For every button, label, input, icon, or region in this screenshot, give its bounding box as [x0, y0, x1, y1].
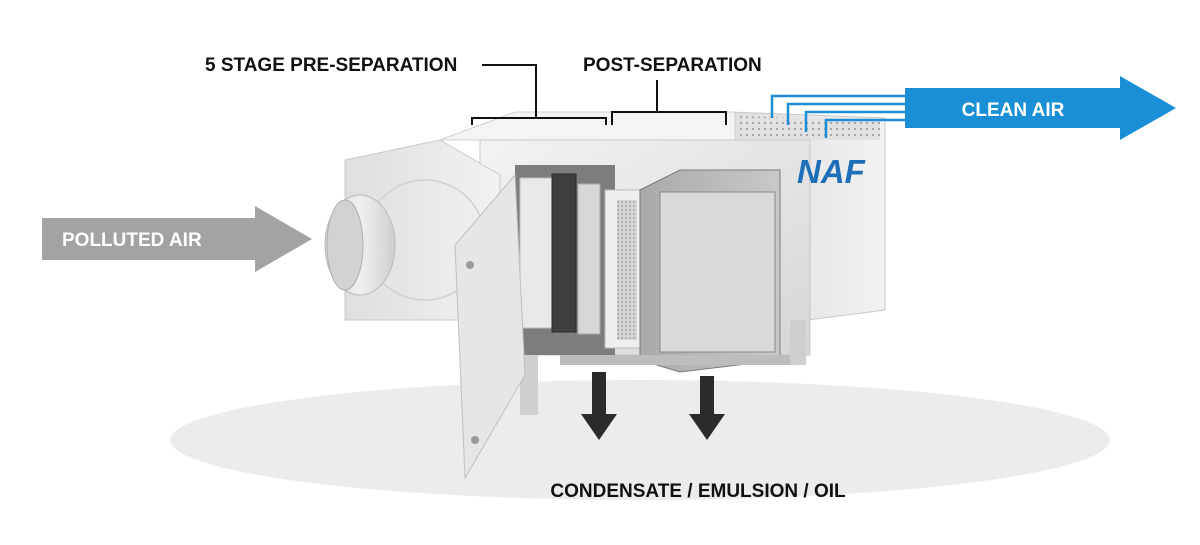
- drain-callout: CONDENSATE / EMULSION / OIL: [550, 372, 846, 502]
- top-panel: [439, 111, 736, 141]
- clean-air-label: CLEAN AIR: [962, 100, 1065, 121]
- post-separation-bracket: [611, 111, 727, 125]
- pre-filter-cassette: [519, 177, 553, 329]
- clean-air-callout: CLEAN AIR: [770, 76, 1176, 140]
- pre-separation-bracket: [471, 117, 607, 125]
- drain-arrow: [689, 376, 725, 440]
- post-separation-label: POST-SEPARATION: [583, 55, 762, 76]
- drain-label: CONDENSATE / EMULSION / OIL: [550, 481, 846, 502]
- support-leg: [790, 320, 806, 365]
- door-hinge: [466, 261, 474, 269]
- inlet-duct-opening: [326, 199, 364, 291]
- separator-unit: NAF: [439, 111, 886, 415]
- pre-filter-cassette: [551, 173, 577, 333]
- door-hinge: [471, 436, 479, 444]
- mesh-filter: [617, 200, 637, 340]
- pre-separation-leader: [482, 64, 537, 118]
- clean-air-line: [824, 118, 905, 138]
- clean-air-line: [786, 102, 905, 125]
- naf-logo: NAF: [797, 153, 866, 190]
- floor-shadow: [170, 380, 1110, 500]
- drain-tray: [560, 355, 790, 365]
- post-separation-callout: POST-SEPARATION: [583, 55, 762, 125]
- clean-air-line: [804, 110, 905, 132]
- pre-filter-cassette: [577, 183, 601, 335]
- exhaust-grille: [740, 116, 880, 140]
- access-door: [454, 173, 526, 480]
- post-filter-face: [659, 191, 776, 353]
- pre-separation-callout: 5 STAGE PRE-SEPARATION: [205, 55, 607, 125]
- polluted-air-callout: POLLUTED AIR: [42, 206, 312, 272]
- drain-arrow: [581, 372, 617, 440]
- clean-air-arrow: [905, 76, 1176, 140]
- clean-air-line: [770, 94, 905, 118]
- polluted-air-arrow: [42, 206, 312, 272]
- polluted-air-label: POLLUTED AIR: [62, 230, 202, 251]
- pre-separation-label: 5 STAGE PRE-SEPARATION: [205, 55, 457, 76]
